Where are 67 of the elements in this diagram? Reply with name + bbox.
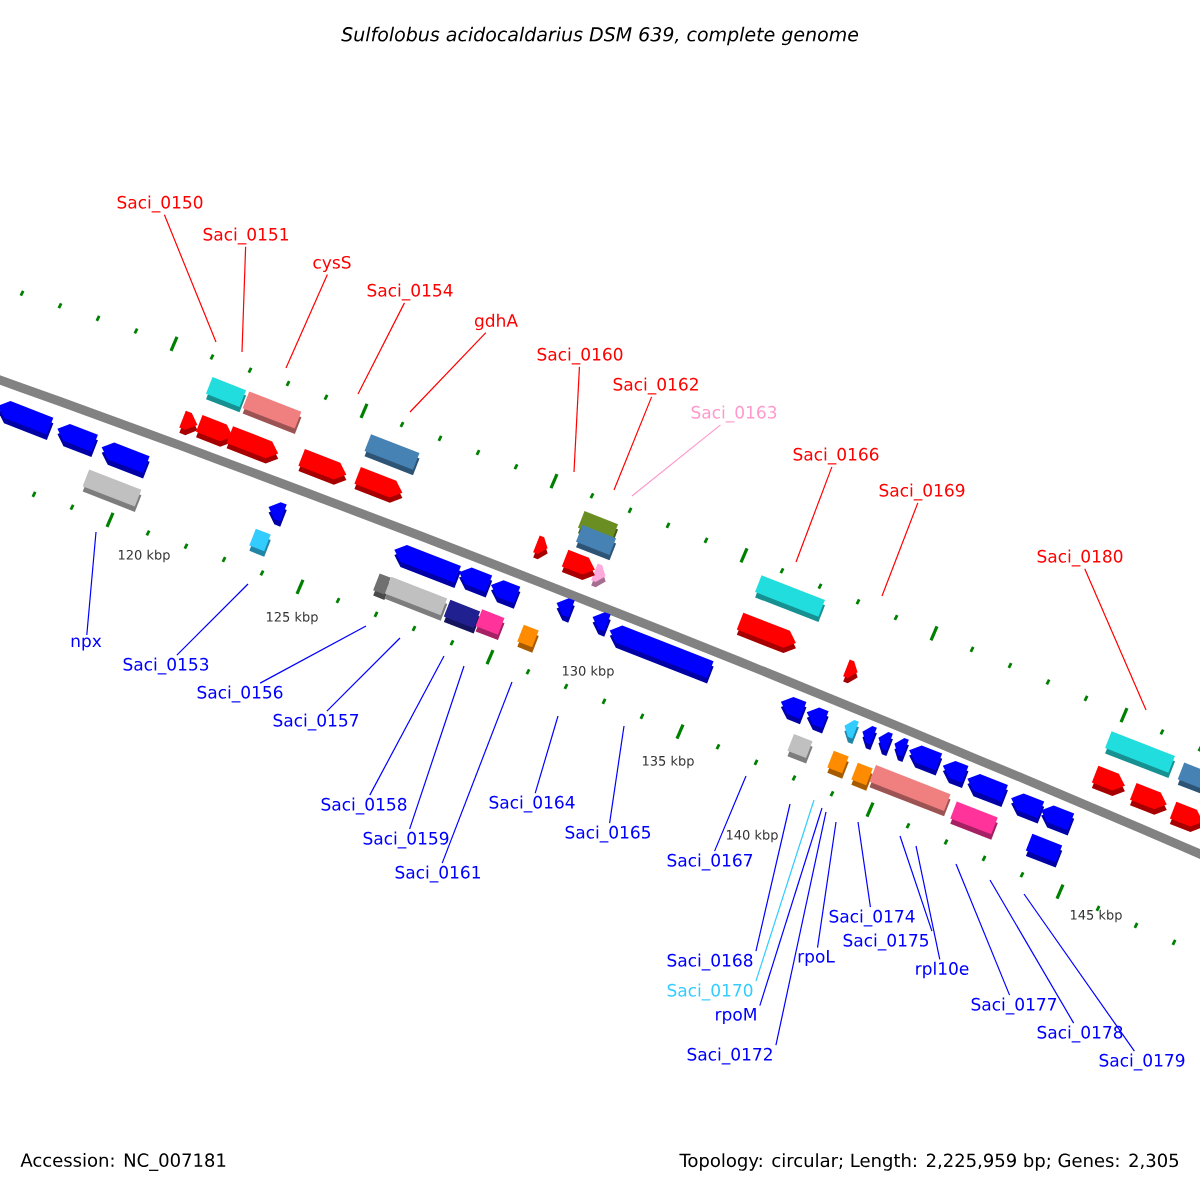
gene-label: rpoM [716,1008,756,1024]
leader-line [1084,568,1147,711]
leader-line [369,655,445,796]
gene-label: Saci_0162 [613,377,698,395]
title: Sulfolobus acidocaldarius DSM 639, complete genome [341,26,859,46]
gene-label: Saci_0167 [667,853,753,871]
gene-label: Saci_0166 [793,447,879,465]
gene-label: Saci_0180 [1037,549,1123,567]
gene-label: Saci_0160 [537,347,623,365]
leader-line [241,246,247,353]
leader-line [409,332,487,413]
leader-line [1023,893,1135,1052]
gene-label: Saci_0177 [971,997,1057,1015]
leader-line [816,821,837,949]
gene-label: Saci_0164 [489,795,575,813]
leader-line [759,807,823,1007]
leader-line [176,583,249,656]
leader-line [326,637,401,712]
leader-line [915,845,941,960]
leader-line [441,681,513,864]
gene-label: rpl10e [916,961,969,979]
gene-label: Saci_0158 [321,797,407,815]
gene-label: Saci_0172 [687,1047,772,1065]
leader-line [955,863,1011,996]
leader-line [989,879,1075,1024]
gene-label: Saci_0169 [879,483,965,501]
gene-label: Saci_0163 [691,405,777,423]
gene-label: gdhA [474,313,518,331]
leader-line [631,424,722,497]
leader-line [755,803,791,952]
gene-label: Saci_0174 [829,909,915,927]
gene-label: Saci_0170 [667,983,753,1001]
gene-label: Saci_0179 [1099,1053,1185,1071]
leader-line [713,775,747,852]
leader-line [357,302,406,395]
leader-line [899,835,933,932]
leader-line [573,366,581,473]
leader-line [259,625,367,684]
gene-label: cysS [313,255,351,273]
gene-label: Saci_0157 [273,713,359,731]
leader-line [795,466,833,563]
gene-label: npx [71,637,102,651]
leader-line [755,799,815,982]
leader-line [881,502,919,597]
leader-line [163,214,217,343]
gene-label: Saci_0150 [117,195,203,213]
leader-line [285,273,328,369]
leader-line [775,811,827,1046]
leader-line [613,396,653,491]
gene-label: Saci_0153 [123,657,209,675]
gene-label: Saci_0156 [197,685,283,703]
leader-line [857,821,871,908]
gene-label: Saci_0175 [843,933,929,951]
gene-label: Saci_0151 [203,227,288,245]
footer-text: Accession: NC_007181 [20,1153,226,1171]
footer-text: Topology: circular; Length: 2,225,959 bp; Genes: 2,305 [679,1153,1179,1171]
gene-label: Saci_0178 [1037,1025,1123,1043]
gene-label: Saci_0168 [667,953,753,971]
gene-label: rpoL [798,950,835,966]
leader-line [86,531,97,636]
gene-label: Saci_0161 [395,865,480,883]
leader-line [409,665,465,830]
gene-label: Saci_0165 [565,825,651,843]
leader-line [609,725,625,824]
leader-line [534,715,559,794]
gene-label: Saci_0159 [363,831,449,849]
gene-label: Saci_0154 [367,283,453,301]
